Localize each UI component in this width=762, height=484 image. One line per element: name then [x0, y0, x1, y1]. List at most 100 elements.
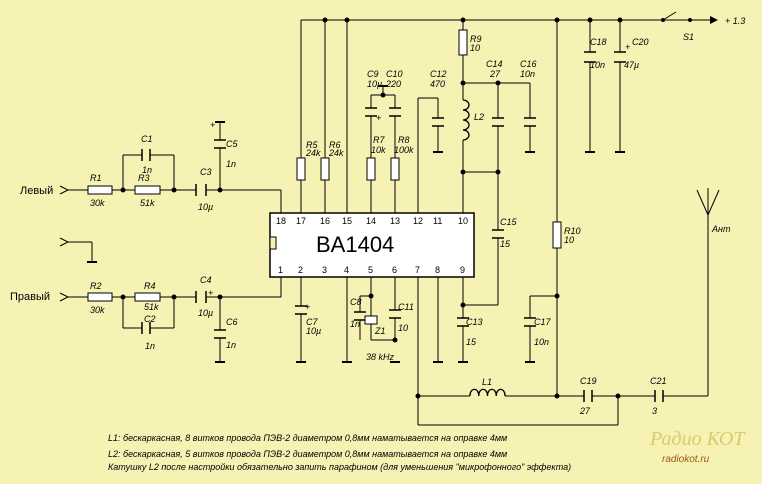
- brand-logo: Радио КОТ radiokot.ru: [649, 428, 746, 465]
- svg-text:10n: 10n: [534, 337, 549, 347]
- svg-text:24k: 24k: [328, 148, 344, 158]
- svg-text:30k: 30k: [90, 305, 105, 315]
- wires: [68, 11, 720, 426]
- svg-text:+: +: [625, 42, 630, 52]
- pin-label: 17: [296, 216, 306, 226]
- svg-text:10µ: 10µ: [198, 202, 213, 212]
- pin-label: 14: [366, 216, 376, 226]
- pin-label: 9: [460, 265, 465, 275]
- svg-text:C11: C11: [398, 302, 414, 312]
- svg-text:C15: C15: [500, 217, 518, 227]
- svg-text:+: +: [305, 302, 310, 312]
- svg-text:30k: 30k: [90, 198, 105, 208]
- svg-text:51k: 51k: [140, 198, 155, 208]
- note-l2-paraffin: Катушку L2 после настройки обязательно з…: [108, 462, 571, 472]
- pin-label: 10: [458, 216, 468, 226]
- svg-text:470: 470: [430, 79, 445, 89]
- chip-name: BA1404: [316, 232, 394, 257]
- svg-text:15: 15: [466, 337, 477, 347]
- svg-text:1n: 1n: [226, 159, 236, 169]
- svg-text:47µ: 47µ: [624, 60, 639, 70]
- chip-ba1404: BA1404: [269, 212, 475, 278]
- pin-label: 8: [435, 265, 440, 275]
- svg-text:C13: C13: [466, 317, 483, 327]
- svg-text:100k: 100k: [394, 145, 414, 155]
- label-antenna: Ант: [711, 224, 731, 234]
- svg-text:1n: 1n: [226, 340, 236, 350]
- switch-s1: [661, 18, 692, 22]
- svg-text:10n: 10n: [590, 60, 605, 70]
- svg-text:10: 10: [398, 323, 408, 333]
- input-arrows: [59, 185, 70, 302]
- note-l2: L2: бескаркасная, 5 витков провода ПЭВ-2…: [108, 449, 507, 459]
- capacitors: [141, 51, 664, 402]
- svg-text:C17: C17: [534, 317, 552, 327]
- power-arrow-icon: [710, 16, 718, 24]
- svg-text:+: +: [208, 288, 213, 298]
- svg-text:10k: 10k: [371, 145, 386, 155]
- svg-text:R4: R4: [144, 281, 156, 291]
- svg-text:C7: C7: [306, 317, 318, 327]
- resistor-r5: [296, 157, 306, 181]
- svg-text:C16: C16: [520, 59, 537, 69]
- svg-text:10µ: 10µ: [367, 79, 382, 89]
- svg-text:R1: R1: [90, 173, 102, 183]
- resistor-r1: [87, 185, 113, 195]
- svg-text:10: 10: [470, 43, 480, 53]
- notes: L1: бескаркасная, 8 витков провода ПЭВ-2…: [108, 433, 571, 472]
- svg-text:C14: C14: [486, 59, 503, 69]
- pin-label: 11: [433, 216, 442, 226]
- svg-text:38 kHz: 38 kHz: [366, 352, 395, 362]
- label-left-input: Левый: [20, 185, 53, 197]
- pin-label: 15: [342, 216, 352, 226]
- resistor-r4: [134, 292, 161, 302]
- pin-label: 6: [392, 265, 397, 275]
- ground-symbols: [87, 85, 625, 363]
- label-right-input: Правый: [10, 291, 50, 303]
- pin-label: 4: [344, 265, 349, 275]
- svg-text:+: +: [210, 120, 215, 130]
- svg-text:C8: C8: [350, 297, 362, 307]
- inductor-l1: [469, 388, 506, 397]
- svg-text:R10: R10: [564, 226, 581, 236]
- svg-text:C5: C5: [226, 139, 238, 149]
- junction-dots: [120, 17, 623, 399]
- svg-text:C2: C2: [144, 314, 156, 324]
- pin-label: 1: [278, 265, 283, 275]
- pin-label: 5: [368, 265, 373, 275]
- svg-text:R5: R5: [306, 140, 318, 150]
- svg-text:27: 27: [579, 406, 591, 416]
- svg-text:C3: C3: [200, 167, 212, 177]
- brand-url: radiokot.ru: [662, 454, 710, 465]
- svg-text:C1: C1: [141, 134, 153, 144]
- resistor-r2: [87, 292, 113, 302]
- svg-text:C4: C4: [200, 275, 212, 285]
- label-supply: + 1.3: [725, 16, 745, 26]
- resistor-r9: [458, 29, 468, 56]
- resistor-r3: [134, 185, 161, 195]
- svg-text:27: 27: [489, 69, 501, 79]
- inductor-l2: [462, 99, 470, 141]
- svg-text:L2: L2: [474, 112, 484, 122]
- svg-text:R3: R3: [138, 173, 150, 183]
- svg-text:R7: R7: [373, 135, 385, 145]
- svg-text:10n: 10n: [520, 69, 535, 79]
- labels: Левый Правый S1 + 1.3 Ант R1 30k R3 51k …: [10, 16, 745, 416]
- svg-text:C10: C10: [386, 69, 403, 79]
- svg-text:L1: L1: [482, 377, 492, 387]
- pin-label: 7: [415, 265, 420, 275]
- svg-text:Z1: Z1: [374, 326, 386, 336]
- pin-label: 16: [320, 216, 330, 226]
- svg-text:10µ: 10µ: [198, 308, 213, 318]
- pin-label: 13: [390, 216, 400, 226]
- svg-text:1n: 1n: [350, 319, 360, 329]
- svg-text:C21: C21: [650, 376, 667, 386]
- pin-label: 2: [298, 265, 303, 275]
- svg-text:51k: 51k: [144, 302, 159, 312]
- svg-text:R2: R2: [90, 281, 102, 291]
- label-switch: S1: [683, 32, 694, 42]
- svg-text:C18: C18: [590, 37, 607, 47]
- svg-text:15: 15: [500, 239, 511, 249]
